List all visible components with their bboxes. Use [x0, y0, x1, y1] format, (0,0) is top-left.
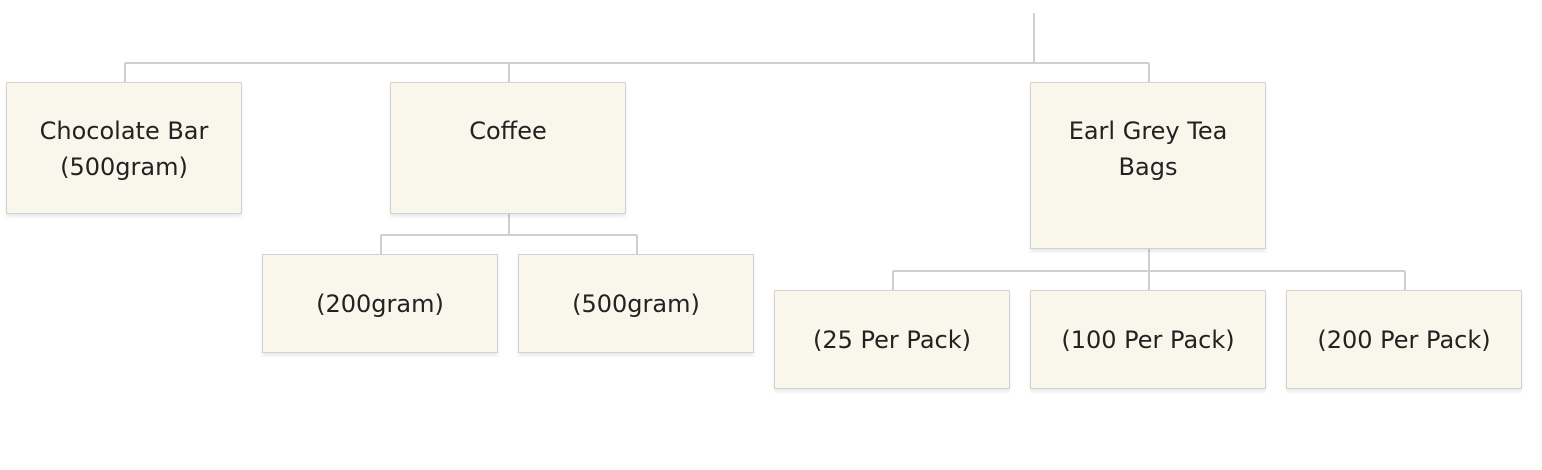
node-tea-200-per-pack[interactable]: (200 Per Pack) [1286, 290, 1522, 389]
node-coffee-200gram[interactable]: (200gram) [262, 254, 498, 353]
node-label: Chocolate Bar (500gram) [39, 117, 209, 181]
node-label: (500gram) [572, 289, 700, 318]
node-label: Coffee [469, 117, 547, 145]
node-coffee[interactable]: Coffee [390, 82, 626, 214]
node-tea-25-per-pack[interactable]: (25 Per Pack) [774, 290, 1010, 389]
node-coffee-500gram[interactable]: (500gram) [518, 254, 754, 353]
node-label: (100 Per Pack) [1061, 325, 1235, 354]
node-tea-100-per-pack[interactable]: (100 Per Pack) [1030, 290, 1266, 389]
node-earl-grey-tea-bags[interactable]: Earl Grey Tea Bags [1030, 82, 1266, 249]
earlgrey-children-connector [892, 249, 1406, 290]
node-label: (200gram) [316, 289, 444, 318]
coffee-children-connector [380, 214, 638, 254]
node-label: (25 Per Pack) [813, 325, 971, 354]
node-label: Earl Grey Tea Bags [1068, 117, 1228, 181]
node-chocolate-bar[interactable]: Chocolate Bar (500gram) [6, 82, 242, 214]
node-label: (200 Per Pack) [1317, 325, 1491, 354]
